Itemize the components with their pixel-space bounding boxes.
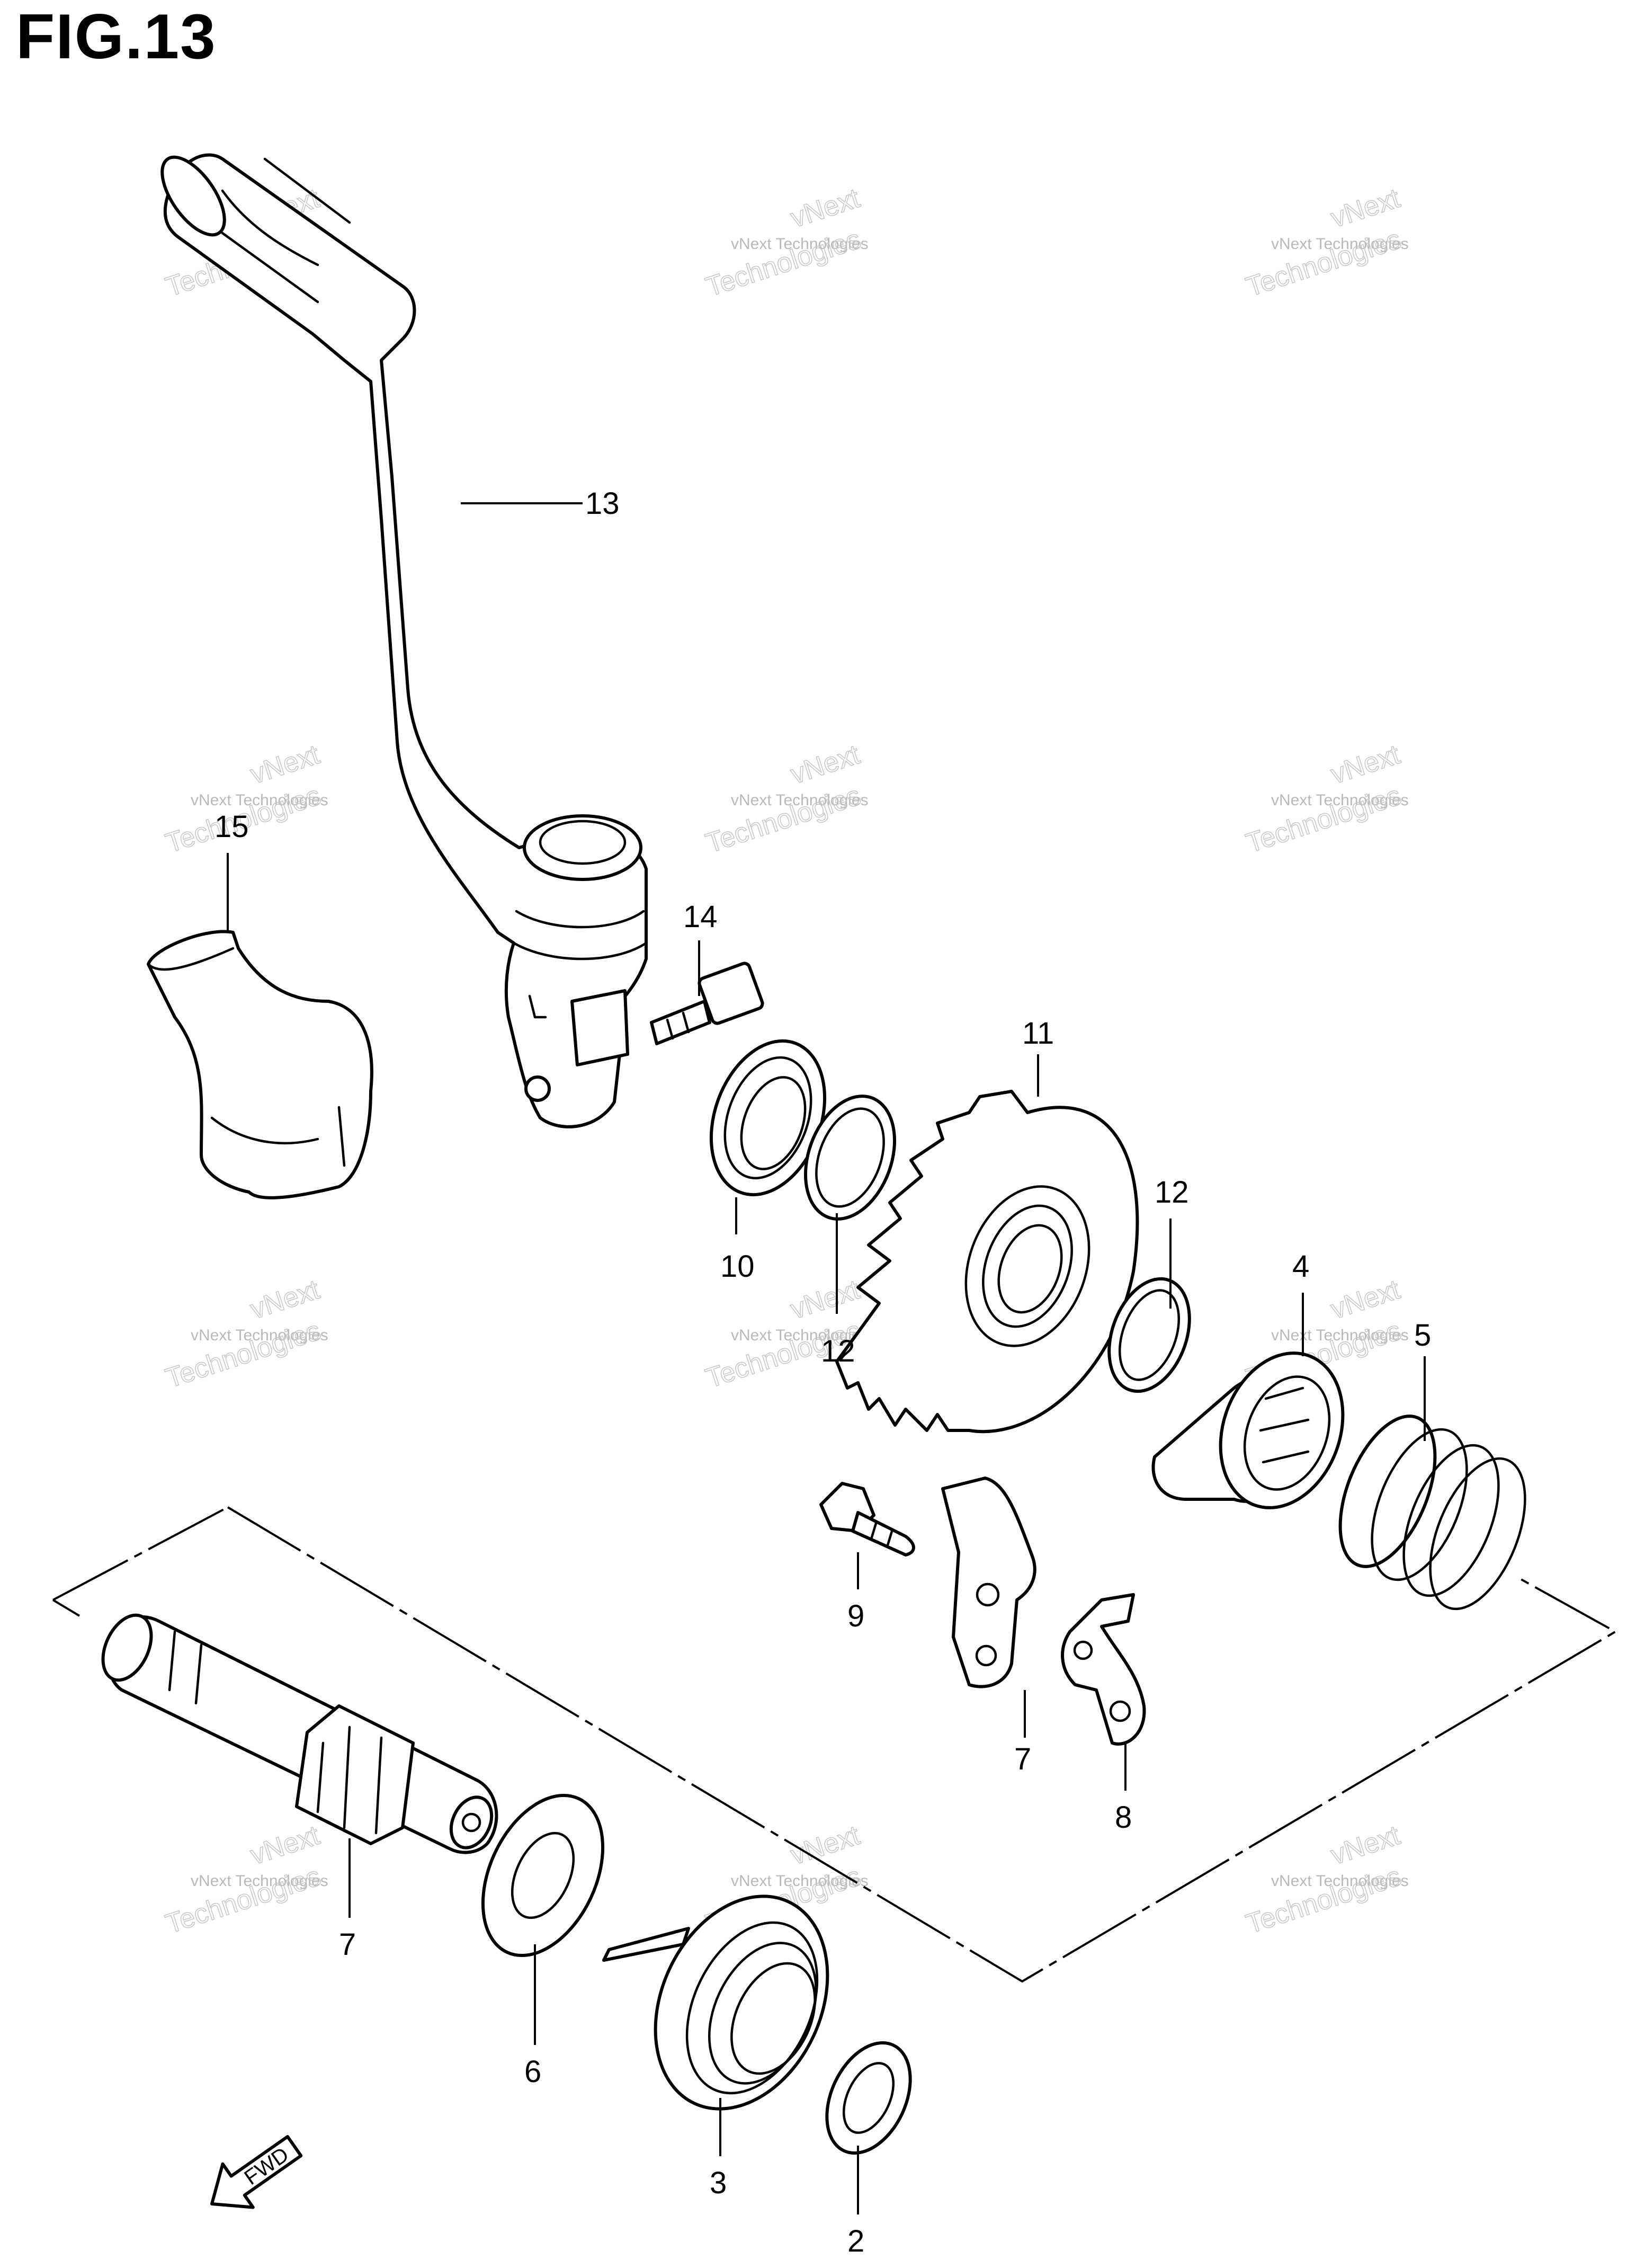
svg-text:vNext Technologies: vNext Technologies xyxy=(1271,1327,1409,1344)
svg-text:vNext Technologies: vNext Technologies xyxy=(191,1872,328,1890)
callout-13: 13 xyxy=(585,486,620,521)
svg-text:vNext Technologies: vNext Technologies xyxy=(191,1327,328,1344)
watermark: vNext Technologies vNext Technologies xyxy=(162,1274,328,1394)
callout-11: 11 xyxy=(1022,1016,1054,1051)
leader-lines xyxy=(227,502,1426,2214)
callout-9: 9 xyxy=(847,1599,864,1633)
svg-text:vNext Technologies: vNext Technologies xyxy=(731,791,869,809)
callout-labels: 13 15 14 11 10 12 12 4 5 9 7 8 7 6 3 2 xyxy=(214,486,1431,2258)
washer-6 xyxy=(481,1793,605,1958)
spring-5 xyxy=(1338,1415,1526,1611)
stopper-8 xyxy=(1061,1593,1146,1746)
callout-12a: 12 xyxy=(821,1334,855,1368)
watermark: vNext Technologies vNext Technologies xyxy=(702,739,869,859)
callout-2: 2 xyxy=(847,2224,864,2258)
svg-text:vNext Technologies: vNext Technologies xyxy=(1271,791,1409,809)
callout-8: 8 xyxy=(1115,1800,1132,1835)
svg-text:vNext Technologies: vNext Technologies xyxy=(1271,235,1409,253)
svg-text:vNext Technologies: vNext Technologies xyxy=(731,235,869,253)
callout-15: 15 xyxy=(214,810,249,844)
arrow-down-left-icon: FWD xyxy=(210,2134,303,2209)
svg-text:vNext Technologies: vNext Technologies xyxy=(191,791,328,809)
assembly-outline xyxy=(52,1506,1618,1983)
callout-3: 3 xyxy=(710,2166,727,2200)
ratchet-gear-11 xyxy=(835,1090,1139,1434)
callout-5: 5 xyxy=(1414,1318,1431,1353)
callout-7a: 7 xyxy=(339,1927,356,1962)
plate-7b xyxy=(941,1477,1036,1688)
kick-shaft-7a xyxy=(101,1613,498,1854)
washer-12a xyxy=(803,1095,897,1221)
bolt-14 xyxy=(650,962,764,1045)
watermark: vNext Technologies vNext Technologies xyxy=(162,1819,328,1940)
bolt-9 xyxy=(819,1482,915,1557)
callout-7b: 7 xyxy=(1014,1742,1031,1776)
callout-12b: 12 xyxy=(1155,1175,1189,1209)
figure-title: FIG.13 xyxy=(16,1,217,72)
cover-15 xyxy=(147,930,373,1199)
coil-spring-3 xyxy=(602,1895,829,2111)
callout-10: 10 xyxy=(720,1249,755,1284)
watermark: vNext Technologies vNext Technologies xyxy=(1242,182,1409,303)
callout-6: 6 xyxy=(524,2054,541,2089)
starter-guide-4 xyxy=(1151,1351,1345,1509)
washer-12b xyxy=(1107,1277,1191,1393)
callout-14: 14 xyxy=(683,900,718,934)
svg-text:vNext Technologies: vNext Technologies xyxy=(1271,1872,1409,1890)
watermark: vNext Technologies vNext Technologies xyxy=(1242,739,1409,859)
watermark: vNext Technologies vNext Technologies xyxy=(702,182,869,303)
svg-text:vNext Technologies: vNext Technologies xyxy=(731,1327,869,1344)
callout-4: 4 xyxy=(1292,1249,1309,1284)
assembly-outline-left xyxy=(52,1599,81,1617)
kick-lever-13 xyxy=(160,153,648,1128)
collar-2 xyxy=(825,2041,912,2155)
